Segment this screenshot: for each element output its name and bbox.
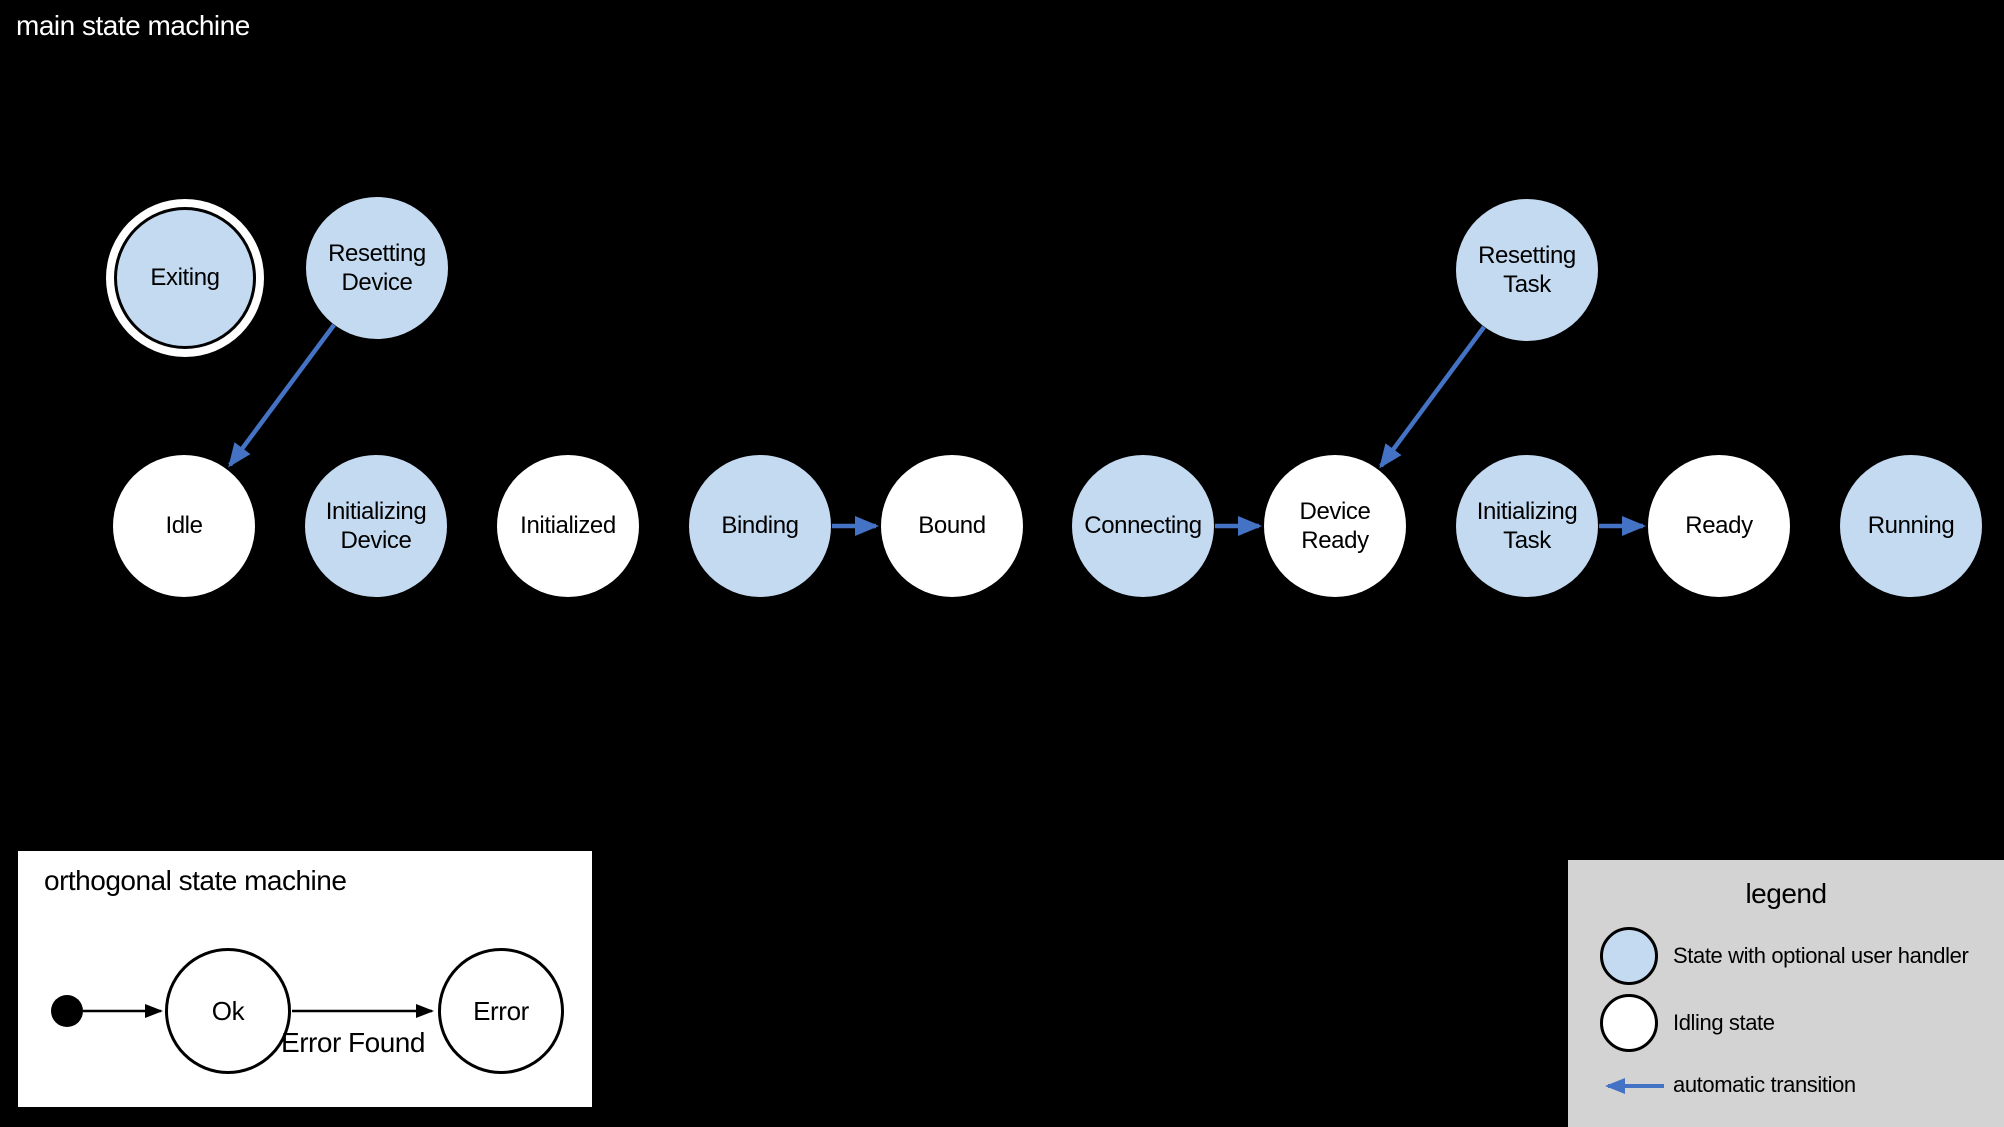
state-exiting: Exiting <box>114 207 256 349</box>
state-ready: Ready <box>1648 455 1790 597</box>
state-initializing-task: Initializing Task <box>1456 455 1598 597</box>
state-initialized: Initialized <box>497 455 639 597</box>
state-resetting-task: Resetting Task <box>1456 199 1598 341</box>
orthogonal-diagram-title: orthogonal state machine <box>44 865 347 896</box>
legend-item-label: State with optional user handler <box>1673 943 1969 968</box>
state-binding: Binding <box>689 455 831 597</box>
idling-state-swatch <box>1600 994 1658 1052</box>
state-bound: Bound <box>881 455 1023 597</box>
state-error: Error <box>438 948 564 1074</box>
transition-resetting-device-to-idle <box>228 323 336 468</box>
legend-title: legend <box>1745 878 1827 909</box>
state-resetting-device: Resetting Device <box>306 197 448 339</box>
orthogonal-transition-arrows <box>51 995 434 1027</box>
legend-item-label: automatic transition <box>1673 1072 1856 1097</box>
orthogonal-state-machine-panel: orthogonal state machine Ok Error Error … <box>18 851 592 1107</box>
main-diagram-title: main state machine <box>16 10 250 41</box>
state-connecting: Connecting <box>1072 455 1214 597</box>
state-ok: Ok <box>165 948 291 1074</box>
transition-label-error-found: Error Found <box>281 1027 425 1058</box>
handler-state-swatch <box>1600 927 1658 985</box>
legend-panel: legend State with optional user handler … <box>1568 860 2004 1127</box>
initial-state-dot <box>51 995 83 1027</box>
state-idle: Idle <box>113 455 255 597</box>
automatic-transition-arrow-swatch <box>1605 1078 1664 1094</box>
transition-resetting-task-to-device-ready <box>1379 325 1486 469</box>
legend-item-label: Idling state <box>1673 1010 1775 1035</box>
state-initializing-device: Initializing Device <box>305 455 447 597</box>
state-device-ready: Device Ready <box>1264 455 1406 597</box>
state-running: Running <box>1840 455 1982 597</box>
